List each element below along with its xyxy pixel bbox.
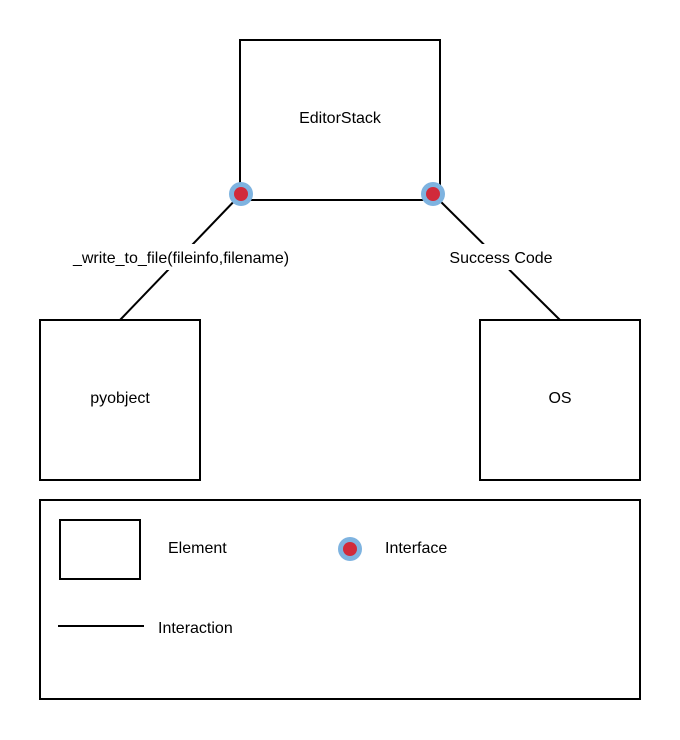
node-os-box (479, 319, 641, 481)
edge-label-bg-os (440, 244, 562, 270)
legend-interface-label: Interface (385, 540, 447, 557)
node-editorstack-label: EditorStack (299, 110, 382, 127)
node-pyobject-label: pyobject (90, 390, 150, 407)
edge-label-bg-pyobject (58, 244, 306, 270)
node-pyobject-box (39, 319, 201, 481)
node-editorstack-box (239, 39, 441, 201)
legend-interface-icon (338, 537, 362, 561)
interface-marker-left (229, 182, 253, 206)
interface-marker-right (421, 182, 445, 206)
legend: Element Interface Interaction (39, 499, 641, 700)
legend-element-swatch (59, 519, 141, 580)
edge-label-write-to-file: _write_to_file(fileinfo,filename) (72, 250, 289, 267)
legend-element-label: Element (168, 540, 227, 557)
edge-label-success-code: Success Code (449, 250, 552, 267)
legend-interaction-label: Interaction (158, 620, 233, 637)
node-os-label: OS (548, 390, 571, 407)
